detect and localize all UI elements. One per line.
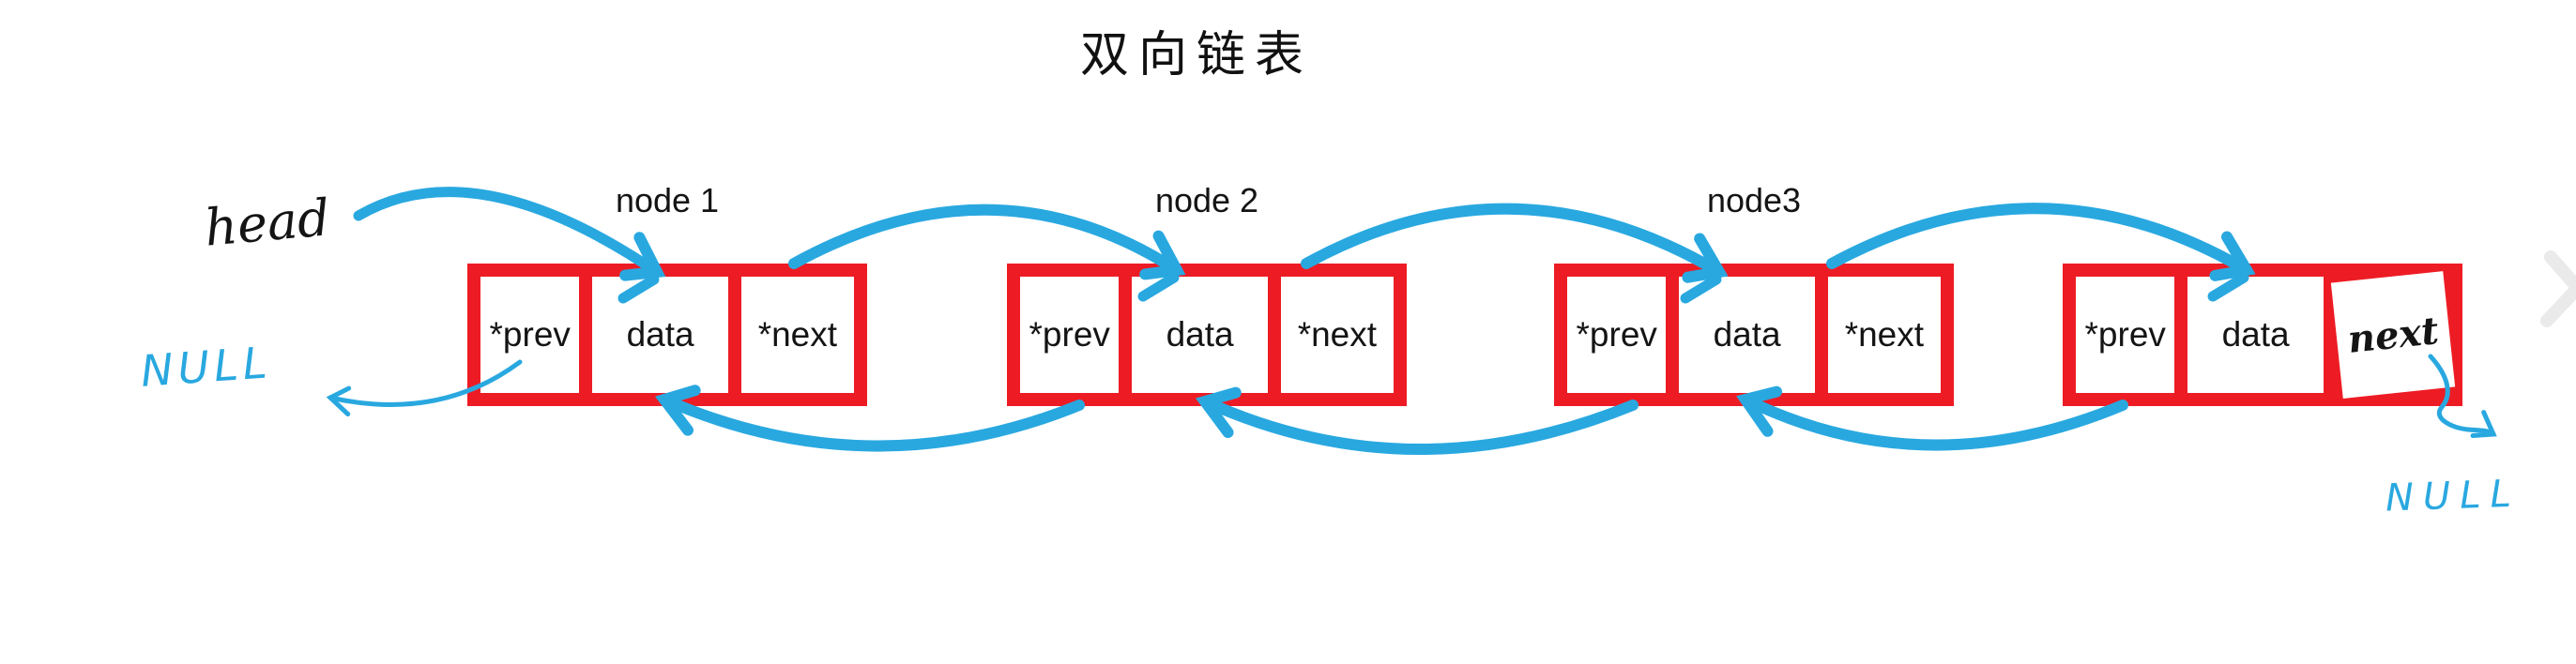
node-label-2: node 2	[1154, 181, 1259, 219]
data-cell-3: data	[1679, 277, 1815, 393]
next-pointer-cell-2: *next	[1280, 277, 1394, 393]
node-label-1: node 1	[615, 181, 720, 219]
node-cells-1: *prev data *next	[480, 277, 854, 393]
node-cells-3: *prev data *next	[1567, 277, 1941, 393]
prev-pointer-arrow-3	[1736, 385, 2128, 451]
data-cell-1: data	[592, 277, 728, 393]
prev-pointer-cell-3: *prev	[1567, 277, 1667, 393]
prev-pointer-arrow-2	[1196, 386, 1639, 455]
next-pointer-cell-1: *next	[740, 277, 854, 393]
head-pointer-label: head	[202, 188, 332, 258]
next-pointer-cell-4: next	[2330, 271, 2456, 399]
prev-pointer-cell-2: *prev	[1020, 277, 1120, 393]
prev-pointer-cell-4: *prev	[2076, 277, 2175, 393]
prev-pointer-cell-1: *prev	[480, 277, 580, 393]
data-cell-4: data	[2187, 277, 2324, 393]
data-cell-2: data	[1132, 277, 1268, 393]
node-box-1: node 1 *prev data *next	[467, 181, 867, 406]
null-label-right: NULL	[2385, 472, 2522, 521]
node-cells-4: *prev data next	[2076, 271, 2456, 399]
node-box-2: node 2 *prev data *next	[1007, 181, 1407, 406]
node-label-3: node3	[1706, 181, 1802, 219]
node-box-3: node3 *prev data *next	[1554, 181, 1954, 406]
viewer-next-chevron-icon[interactable]	[2540, 250, 2576, 327]
diagram-title: 双向链表	[1079, 28, 1313, 83]
node-box-4: *prev data next	[2063, 264, 2462, 406]
next-pointer-cell-3: *next	[1827, 277, 1941, 393]
prev-pointer-arrow-1	[654, 385, 1085, 452]
null-label-left: NULL	[139, 337, 274, 397]
node-cells-2: *prev data *next	[1020, 277, 1394, 393]
